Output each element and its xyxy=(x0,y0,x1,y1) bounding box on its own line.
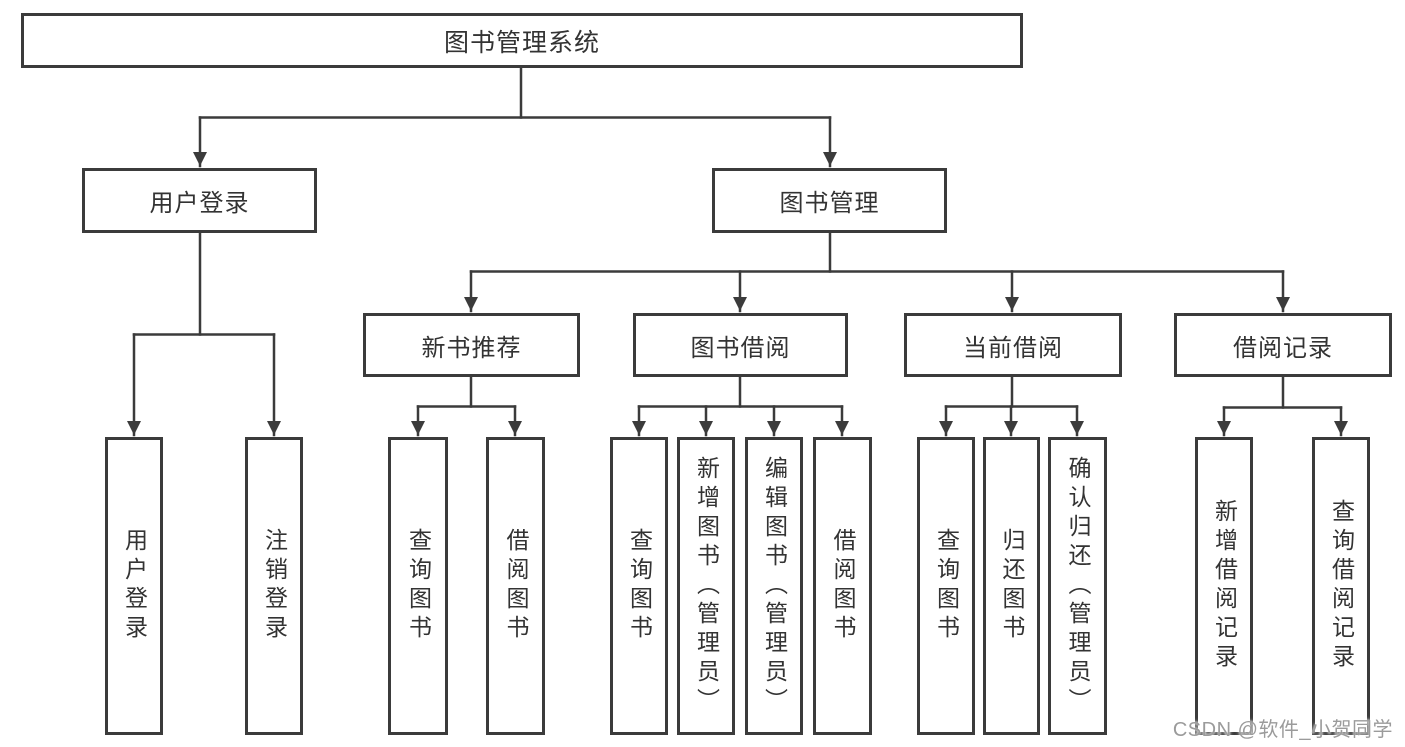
node-label: 查询图书 xyxy=(933,528,960,644)
node-label: 用户登录 xyxy=(149,190,250,217)
node-leaf-return-books: 归还图书 xyxy=(983,437,1040,735)
node-leaf-query-books-2: 查询图书 xyxy=(610,437,668,735)
node-book-borrowing: 图书借阅 xyxy=(633,313,848,377)
node-label: 借阅记录 xyxy=(1233,334,1333,362)
node-leaf-borrow-books-2: 借阅图书 xyxy=(813,437,872,735)
node-label: 用户登录 xyxy=(121,528,148,644)
node-label: 借阅图书 xyxy=(503,528,529,644)
node-label: 新书推荐 xyxy=(421,334,522,362)
node-label: 确认归还（管理员） xyxy=(1065,455,1091,717)
node-leaf-user-login: 用户登录 xyxy=(105,437,163,735)
node-current-borrowing: 当前借阅 xyxy=(904,313,1122,377)
node-leaf-add-borrow-record: 新增借阅记录 xyxy=(1195,437,1253,735)
node-library-management-system: 图书管理系统 xyxy=(21,13,1023,68)
node-borrow-records: 借阅记录 xyxy=(1174,313,1392,377)
node-label: 查询图书 xyxy=(626,528,653,644)
node-label: 图书管理系统 xyxy=(443,28,600,57)
node-user-login: 用户登录 xyxy=(82,168,317,233)
csdn-watermark: CSDN @软件_小贺同学 xyxy=(1172,719,1393,741)
node-label: 新增图书（管理员） xyxy=(693,455,720,717)
node-label: 查询借阅记录 xyxy=(1328,499,1355,673)
node-leaf-query-books-3: 查询图书 xyxy=(917,437,975,735)
node-leaf-query-books-1: 查询图书 xyxy=(388,437,448,735)
node-label: 当前借阅 xyxy=(963,334,1063,362)
node-label: 图书借阅 xyxy=(690,334,791,362)
node-leaf-edit-books-admin: 编辑图书（管理员） xyxy=(745,437,803,735)
node-label: 查询图书 xyxy=(405,528,432,644)
node-new-book-recommend: 新书推荐 xyxy=(363,313,580,377)
node-book-management: 图书管理 xyxy=(712,168,947,233)
node-label: 编辑图书（管理员） xyxy=(761,455,788,717)
node-label: 图书管理 xyxy=(779,190,880,217)
node-leaf-confirm-return-admin: 确认归还（管理员） xyxy=(1048,437,1107,735)
node-label: 借阅图书 xyxy=(830,528,856,644)
node-label: 归还图书 xyxy=(999,528,1025,644)
node-leaf-borrow-books-1: 借阅图书 xyxy=(486,437,545,735)
node-leaf-add-books-admin: 新增图书（管理员） xyxy=(677,437,735,735)
node-label: 新增借阅记录 xyxy=(1211,499,1238,673)
node-leaf-logout: 注销登录 xyxy=(245,437,303,735)
node-leaf-query-borrow-record: 查询借阅记录 xyxy=(1312,437,1370,735)
node-label: 注销登录 xyxy=(261,528,288,644)
